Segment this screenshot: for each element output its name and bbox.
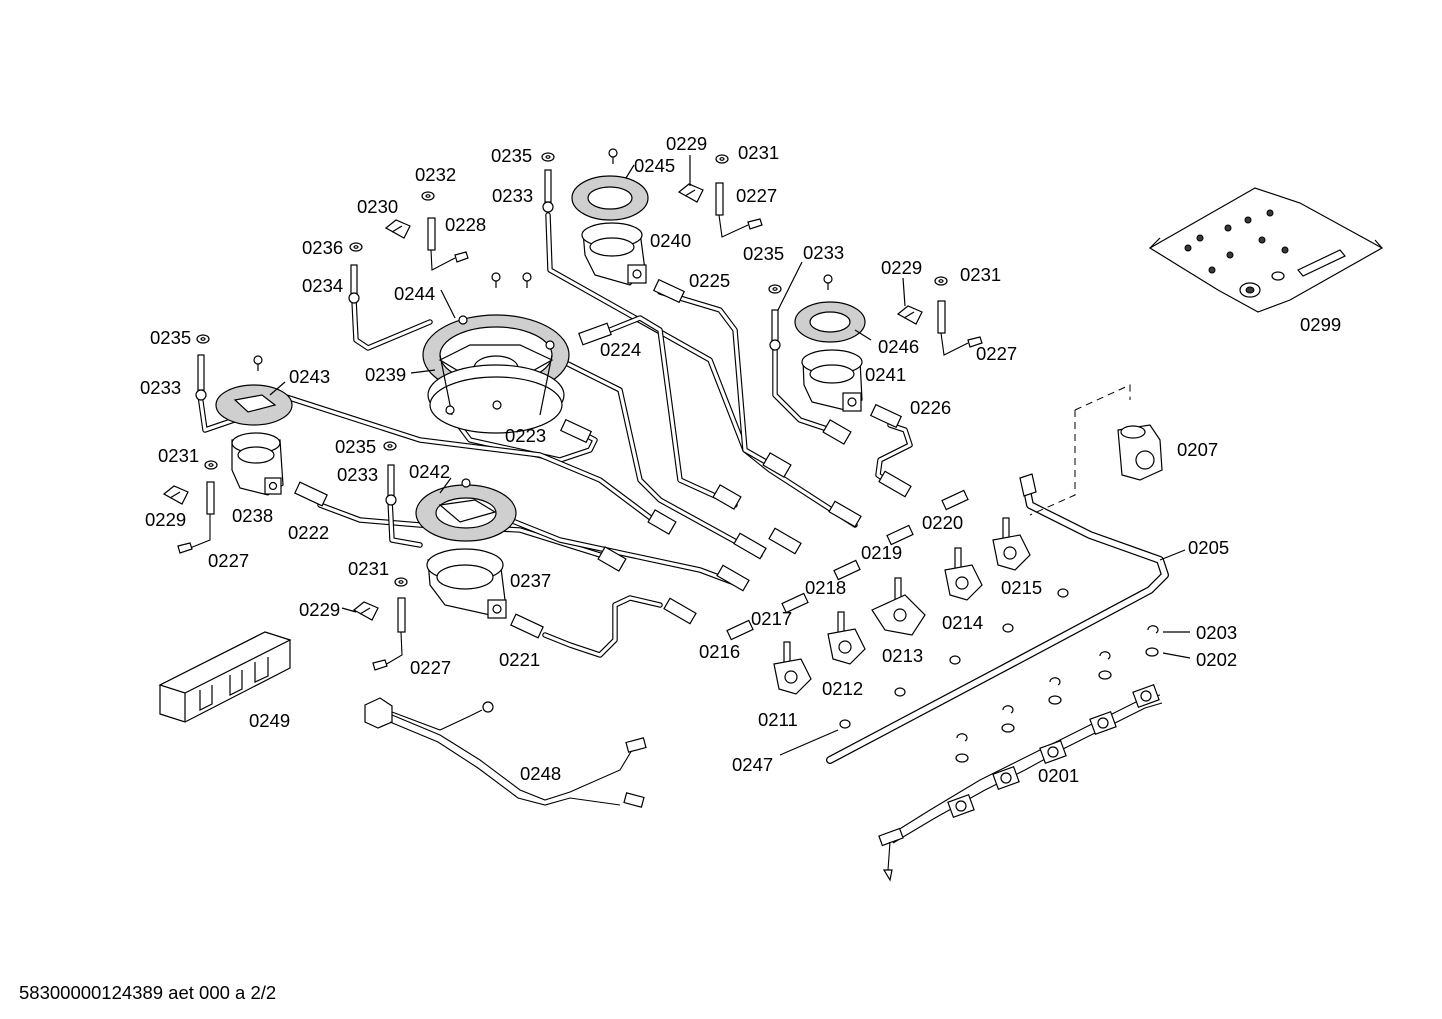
label-0221: 0221 [499,649,541,670]
label-0205: 0205 [1188,537,1230,558]
label-0239: 0239 [365,364,407,385]
washers [196,152,948,587]
leader-lines [269,155,1191,756]
label-0207: 0207 [1177,439,1219,460]
label-0227: 0227 [736,185,778,206]
label-0212: 0212 [822,678,864,699]
label-0233: 0233 [803,242,845,263]
gas-tap-0215 [992,517,1031,571]
label-0215: 0215 [1001,577,1043,598]
ignition-switch-assembly-0201 [878,625,1163,882]
thermocouples [195,169,781,506]
label-0237: 0237 [510,570,552,591]
gas-regulator-0207 [1019,384,1163,516]
label-0222: 0222 [288,522,330,543]
burner-screws [253,148,833,371]
label-0225: 0225 [689,270,731,291]
label-0235: 0235 [150,327,192,348]
label-0241: 0241 [865,364,907,385]
label-0235: 0235 [491,145,533,166]
label-0229: 0229 [881,257,923,278]
label-0227: 0227 [976,343,1018,364]
label-0220: 0220 [922,512,964,533]
gas-tap-0213 [871,577,926,636]
nozzles [726,489,969,641]
label-0238: 0238 [232,505,274,526]
gas-tap-0212 [827,611,866,665]
pipe-rings [839,588,1069,729]
label-0243: 0243 [289,366,331,387]
label-0203: 0203 [1196,622,1238,643]
label-0240: 0240 [650,230,692,251]
label-0227: 0227 [208,550,250,571]
document-footer-code: 58300000124389 aet 000 a 2/2 [19,982,277,1003]
label-0214: 0214 [942,612,984,633]
gas-taps [773,517,1031,695]
gas-tubes [197,212,1169,764]
label-0235: 0235 [743,243,785,264]
tube-fittings [294,278,912,639]
label-0236: 0236 [302,237,344,258]
gas-tap-0214 [944,547,983,601]
label-0230: 0230 [357,196,399,217]
label-0219: 0219 [861,542,903,563]
label-0244: 0244 [394,283,436,304]
label-0202: 0202 [1196,649,1238,670]
burner-0240-assembly [571,175,649,286]
label-0229: 0229 [145,509,187,530]
label-0235: 0235 [335,436,377,457]
label-0246: 0246 [878,336,920,357]
label-0245: 0245 [634,155,676,176]
label-0231: 0231 [738,142,780,163]
label-0233: 0233 [140,377,182,398]
label-0233: 0233 [492,185,534,206]
label-0216: 0216 [699,641,741,662]
label-0224: 0224 [600,339,642,360]
label-0201: 0201 [1038,765,1080,786]
label-0228: 0228 [445,214,487,235]
wiring-harness-0248 [364,697,647,808]
label-0242: 0242 [409,461,451,482]
label-0249: 0249 [249,710,291,731]
label-0299: 0299 [1300,314,1342,335]
spark-generator-0249 [158,631,292,723]
gas-tap-0211 [773,641,812,695]
burner-0237-assembly [415,478,517,619]
wok-burner-assembly [422,314,570,434]
label-0213: 0213 [882,645,924,666]
label-0231: 0231 [960,264,1002,285]
clips [162,183,923,621]
label-0218: 0218 [805,577,847,598]
label-0233: 0233 [337,464,379,485]
label-0211: 0211 [758,709,798,730]
label-0223: 0223 [505,425,547,446]
label-0229: 0229 [666,133,708,154]
label-0234: 0234 [302,275,344,296]
ignition-plugs [177,182,983,671]
label-0229: 0229 [299,599,341,620]
label-0232: 0232 [415,164,457,185]
label-0226: 0226 [910,397,952,418]
label-0231: 0231 [348,558,390,579]
burner-0238-assembly [215,384,293,496]
label-0227: 0227 [410,657,452,678]
burner-0241-assembly [794,301,866,412]
label-0217: 0217 [751,608,793,629]
label-0231: 0231 [158,445,200,466]
label-0248: 0248 [520,763,562,784]
parts-bag-0299 [1148,187,1384,313]
label-0247: 0247 [732,754,774,775]
